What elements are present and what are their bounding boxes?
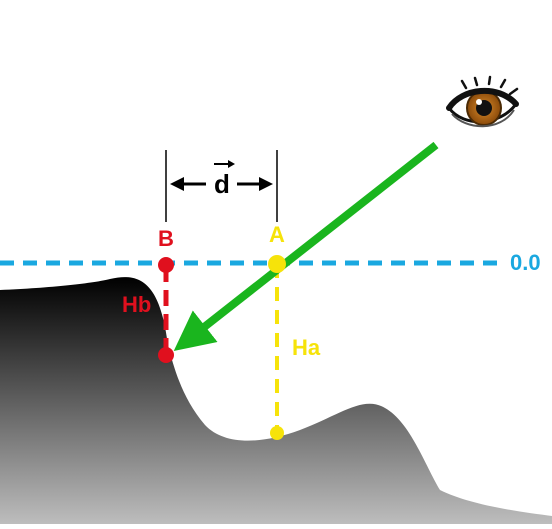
point-a-label: A — [269, 222, 285, 247]
dimension-arrowhead-left — [170, 177, 184, 191]
view-ray — [173, 141, 439, 351]
height-b-label: Hb — [122, 292, 151, 317]
eye-icon — [446, 75, 519, 128]
vector-overbar-head — [228, 160, 235, 168]
point-b-marker — [158, 257, 174, 273]
point-b-label: B — [158, 226, 174, 251]
height-a-label: Ha — [292, 335, 321, 360]
point-a-ground-marker — [270, 426, 284, 440]
displacement-label: d — [214, 169, 230, 199]
point-a-marker — [268, 255, 286, 273]
reference-level-label: 0.0 — [510, 250, 541, 275]
point-b-ground-marker — [158, 347, 174, 363]
dimension-arrowhead-right — [259, 177, 273, 191]
terrain — [0, 277, 552, 524]
